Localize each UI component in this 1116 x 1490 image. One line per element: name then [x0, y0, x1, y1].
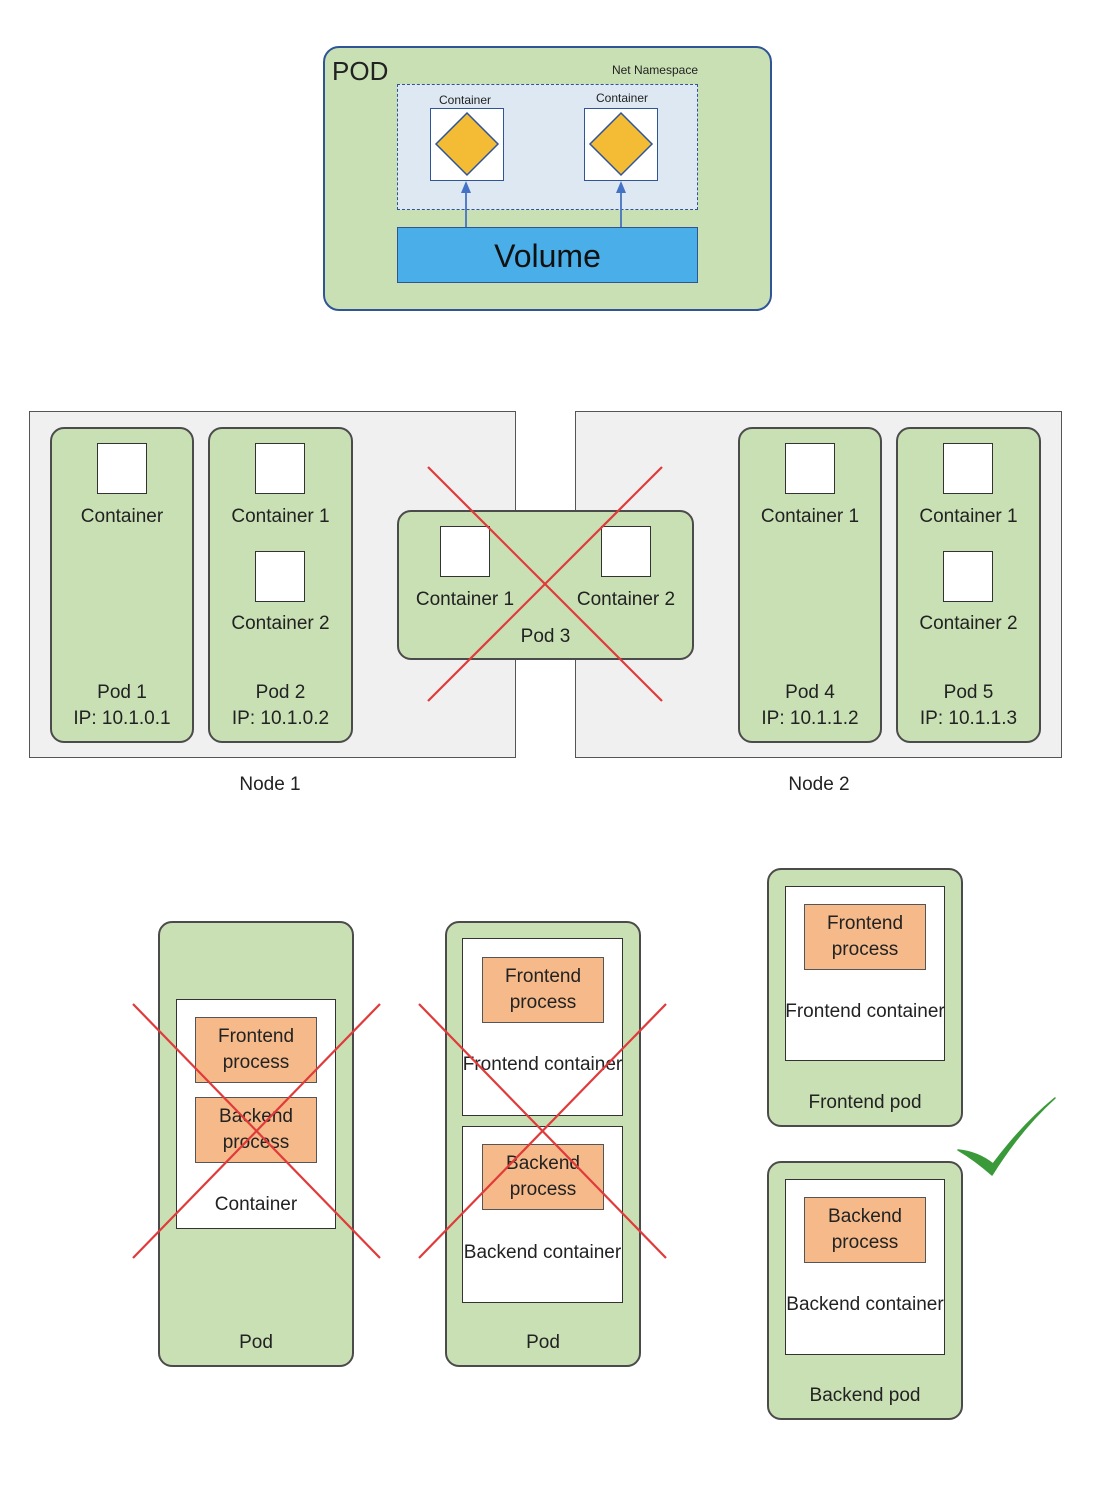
volume-label: Volume [494, 238, 601, 274]
pod2-name: Pod 2 [255, 682, 306, 703]
bottom-middle-frontend-container-label: Frontend container [462, 1054, 623, 1075]
frontend-process-box [804, 904, 926, 970]
backend-container-label: Backend container [786, 1294, 944, 1315]
pod4-ip: IP: 10.1.1.2 [761, 708, 859, 729]
pod4-container-label: Container 1 [760, 506, 860, 527]
checkmark-icon [957, 1097, 1056, 1176]
net-namespace-label: Net Namespace [611, 63, 698, 77]
bottom-middle-frontend-process-label: Frontend process [504, 966, 582, 1013]
bottom-middle-pod-label: Pod [526, 1332, 560, 1353]
bottom-left-backend-process-label: Backend process [219, 1106, 293, 1153]
container-box-left [430, 108, 504, 181]
pod1-ip: IP: 10.1.0.1 [73, 708, 171, 729]
container-label-left: Container [438, 93, 492, 107]
pod3-container2-label: Container 2 [576, 589, 676, 610]
pod2-container2-box [255, 551, 305, 602]
bottom-middle-backend-process-label: Backend process [506, 1153, 580, 1200]
pod5-ip: IP: 10.1.1.3 [919, 708, 1018, 729]
pod2-container2-label: Container 2 [231, 613, 330, 634]
pod5-container1-label: Container 1 [919, 506, 1018, 527]
bottom-left-pod-label: Pod [239, 1332, 273, 1353]
volume-box [397, 227, 698, 283]
pod5-name: Pod 5 [943, 682, 994, 703]
pod4-name: Pod 4 [785, 682, 835, 703]
container-label-right: Container [595, 91, 649, 105]
backend-process-box [804, 1197, 926, 1263]
backend-process-label: Backend process [828, 1206, 902, 1253]
container-box-right [584, 108, 658, 181]
bottom-left-container-label: Container [214, 1194, 298, 1215]
frontend-container-label: Frontend container [785, 1001, 945, 1022]
pod3-container1-label: Container 1 [415, 589, 515, 610]
backend-pod-label: Backend pod [809, 1385, 921, 1406]
pod1-container-label: Container [80, 506, 164, 527]
pod2-container1-label: Container 1 [231, 506, 330, 527]
pod-label: POD [332, 56, 389, 86]
pod4-container-box [785, 443, 835, 494]
frontend-process-label: Frontend process [826, 913, 904, 960]
pod1-name: Pod 1 [97, 682, 147, 703]
bottom-left-frontend-process-label: Frontend process [217, 1026, 295, 1073]
node2-label: Node 2 [788, 774, 850, 795]
pod5-container2-label: Container 2 [919, 613, 1018, 634]
node1-label: Node 1 [239, 774, 301, 795]
pod3-container1-box [440, 526, 490, 577]
pod5-container2-box [943, 551, 993, 602]
pod5-container1-box [943, 443, 993, 494]
bottom-middle-backend-container-label: Backend container [463, 1242, 622, 1263]
frontend-pod-label: Frontend pod [808, 1092, 922, 1113]
pod1-container-box [97, 443, 147, 494]
pod3-container2-box [601, 526, 651, 577]
pod2-ip: IP: 10.1.0.2 [231, 708, 330, 729]
pod3-name: Pod 3 [520, 626, 571, 647]
pod2-container1-box [255, 443, 305, 494]
